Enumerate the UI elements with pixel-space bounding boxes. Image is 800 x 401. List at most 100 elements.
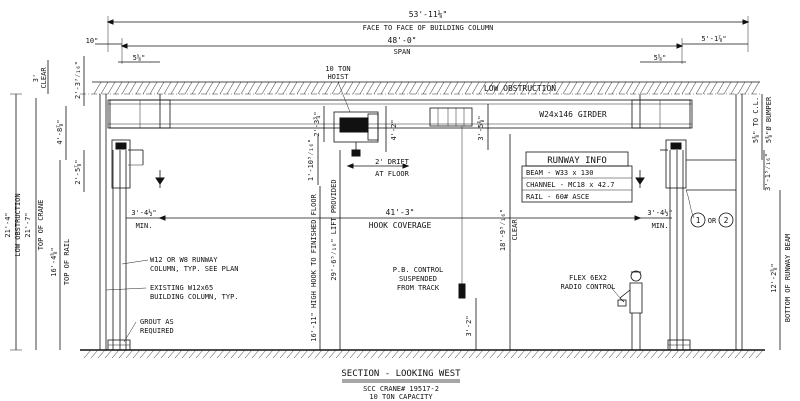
floor-hatch-line [160,349,169,359]
floor-hatch-line [559,349,568,359]
roof-hatch-line [366,81,375,95]
floor-hatch-line [636,349,645,359]
roof-hatch-line [702,81,711,95]
floor-hatch-line [363,349,372,359]
roof-hatch-line [233,81,242,95]
floor-hatch-line [419,349,428,359]
roof-hatch-line [688,81,697,95]
girder-clear-dim: 3'-5⅜" [476,104,489,150]
right-5-3-8-dim: 5⅜" TO C.L. [751,97,760,143]
roof-hatch-line [674,81,683,95]
roof-hatch-line [310,81,319,95]
roof-hatch-line [254,81,263,95]
low-obstruction-line: LOW OBSTRUCTION [80,84,760,95]
roof-hatch-line [268,81,277,95]
roof-hatch-line [177,81,186,95]
roof-hatch-line [457,81,466,95]
floor-hatch-line [573,349,582,359]
roof-hatch-line [156,81,165,95]
low-obstruction-label: LOW OBSTRUCTION [484,84,556,93]
left-dimensions: 3' CLEAR 2'-3⁷⁄₁₆" 4'-8⅞" 2'-5⅞" 21'-4" … [4,56,85,351]
floor-hatch-line [132,349,141,359]
grout-label-line2: REQUIRED [140,327,174,335]
floor-hatch-line [398,349,407,359]
floor-hatch-line [482,349,491,359]
floor-hatch-line [678,349,687,359]
floor-hatch-line [244,349,253,359]
roof-hatch-line [744,81,753,95]
floor-hatch-line [335,349,344,359]
roof-hatch-line [667,81,676,95]
roof-hatch-line [387,81,396,95]
roof-hatch-line [93,81,102,95]
roof-hatch-line [219,81,228,95]
hook-coverage-dims: 3'-4½" MIN. 41'-3" HOOK COVERAGE 3'-4½" … [126,208,673,230]
roof-hatch-line [198,81,207,95]
runway-info-box: RUNWAY INFO BEAM - W33 x 130 CHANNEL - M… [521,151,633,203]
min-left-dim: 3'-4½" [131,209,156,217]
svg-text:3'-5⅜": 3'-5⅜" [476,115,485,140]
top-of-crane-label: TOP OF CRANE [37,200,45,251]
roof-hatch-line [135,81,144,95]
hoist-label-line2: HOIST [327,73,349,81]
roof-hatch-line [723,81,732,95]
runway-column-label-line1: W12 OR W8 RUNWAY [150,256,218,264]
roof-hatch-line [450,81,459,95]
floor-hatch-line [223,349,232,359]
floor-hatch-line [587,349,596,359]
bottom-runway-beam-label: BOTTOM OF RUNWAY BEAM [784,234,792,323]
roof-hatch-line [205,81,214,95]
girder: W24x146 GIRDER [107,94,693,129]
roof-hatch-line [737,81,746,95]
roof-hatch-line [373,81,382,95]
runway-info-row-rail: RAIL - 60# ASCE [526,193,589,201]
roof-hatch-line [429,81,438,95]
roof-hatch-line [261,81,270,95]
floor-hatch-line [671,349,680,359]
roof-hatch-line [590,81,599,95]
roof-hatch-line [527,81,536,95]
roof-hatch-line [646,81,655,95]
high-hook-dim: 16'-11" HIGH HOOK TO FINISHED FLOOR [310,193,318,341]
roof-hatch-line [597,81,606,95]
span-dim: 48'-0" [388,36,417,45]
floor-hatch-line [496,349,505,359]
roof-hatch-line [499,81,508,95]
roof-hatch-line [576,81,585,95]
floor-hatch-line [412,349,421,359]
roof-hatch-line [541,81,550,95]
floor-hatch-line [664,349,673,359]
floor-hatch-line [608,349,617,359]
pb-label-line3: FROM TRACK [397,284,440,292]
roof-line [92,81,760,95]
left-offset-dim: 10" [86,37,99,45]
floor-hatch-line [629,349,638,359]
roof-hatch-line [394,81,403,95]
left-4-8-7-8-dim: 4'-8⅞" [56,119,64,144]
roof-hatch-line [401,81,410,95]
floor-hatch-line [699,349,708,359]
lift-provided-dim: 29'-6⁵⁄₁₆" LIFT PROVIDED [330,179,338,280]
roof-hatch-line [415,81,424,95]
hook-coverage-dim: 41'-3" [386,208,415,217]
min-left-label: MIN. [136,222,153,230]
floor-hatch-line [475,349,484,359]
runway-info-row-channel: CHANNEL - MC18 x 42.7 [526,181,615,189]
hoist: 10 TON HOIST 2'-3¾" 4'-2" 1'-10⁵⁄₁₆" 2' … [155,65,645,188]
roof-hatch-line [751,81,760,95]
floor-hatch-line [377,349,386,359]
roof-hatch-line [408,81,417,95]
roof-hatch-line [583,81,592,95]
roof-hatch-line [296,81,305,95]
floor-hatch-line [489,349,498,359]
floor-hatch-line [209,349,218,359]
roof-hatch-line [548,81,557,95]
roof-hatch-line [492,81,501,95]
hook-coverage-label: HOOK COVERAGE [369,221,432,230]
roof-hatch-line [485,81,494,95]
left-callouts: W12 OR W8 RUNWAY COLUMN, TYP. SEE PLAN E… [105,256,239,343]
low-obstruction-dim: 21'-4" [4,212,12,237]
floor-hatch-line [370,349,379,359]
floor-hatch-line [706,349,715,359]
floor-hatch-line [601,349,610,359]
